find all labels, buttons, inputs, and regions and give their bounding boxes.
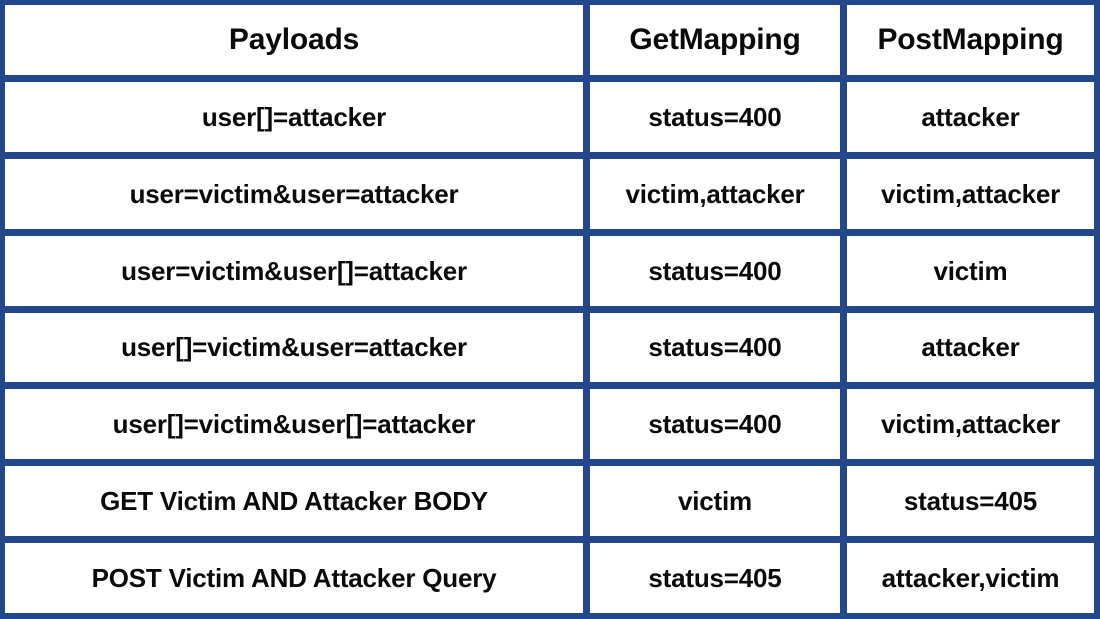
table-row: user[]=attacker status=400 attacker xyxy=(5,81,1094,152)
cell-postmapping: victim,attacker xyxy=(847,389,1094,460)
table-row: user[]=victim&user=attacker status=400 a… xyxy=(5,312,1094,383)
cell-getmapping: status=400 xyxy=(590,389,840,460)
cell-getmapping: status=400 xyxy=(590,81,840,152)
cell-payloads: user[]=attacker xyxy=(5,81,583,152)
cell-getmapping: status=400 xyxy=(590,312,840,383)
cell-payloads: user[]=victim&user=attacker xyxy=(5,312,583,383)
cell-payloads: user=victim&user[]=attacker xyxy=(5,235,583,306)
cell-postmapping: victim xyxy=(847,235,1094,306)
cell-getmapping: status=400 xyxy=(590,235,840,306)
cell-postmapping: attacker,victim xyxy=(847,543,1094,613)
cell-postmapping: attacker xyxy=(847,81,1094,152)
table-header-row: Payloads GetMapping PostMapping xyxy=(5,5,1094,75)
cell-payloads: GET Victim AND Attacker BODY xyxy=(5,466,583,537)
column-header-payloads: Payloads xyxy=(5,5,583,75)
cell-getmapping: victim xyxy=(590,466,840,537)
table-row: user[]=victim&user[]=attacker status=400… xyxy=(5,389,1094,460)
cell-getmapping: victim,attacker xyxy=(590,158,840,229)
column-header-postmapping: PostMapping xyxy=(847,5,1094,75)
table-row: POST Victim AND Attacker Query status=40… xyxy=(5,543,1094,613)
table-row: user=victim&user=attacker victim,attacke… xyxy=(5,158,1094,229)
table-row: user=victim&user[]=attacker status=400 v… xyxy=(5,235,1094,306)
cell-postmapping: victim,attacker xyxy=(847,158,1094,229)
cell-payloads: user[]=victim&user[]=attacker xyxy=(5,389,583,460)
table-row: GET Victim AND Attacker BODY victim stat… xyxy=(5,466,1094,537)
column-header-getmapping: GetMapping xyxy=(590,5,840,75)
cell-postmapping: status=405 xyxy=(847,466,1094,537)
cell-getmapping: status=405 xyxy=(590,543,840,613)
cell-payloads: POST Victim AND Attacker Query xyxy=(5,543,583,613)
cell-payloads: user=victim&user=attacker xyxy=(5,158,583,229)
cell-postmapping: attacker xyxy=(847,312,1094,383)
